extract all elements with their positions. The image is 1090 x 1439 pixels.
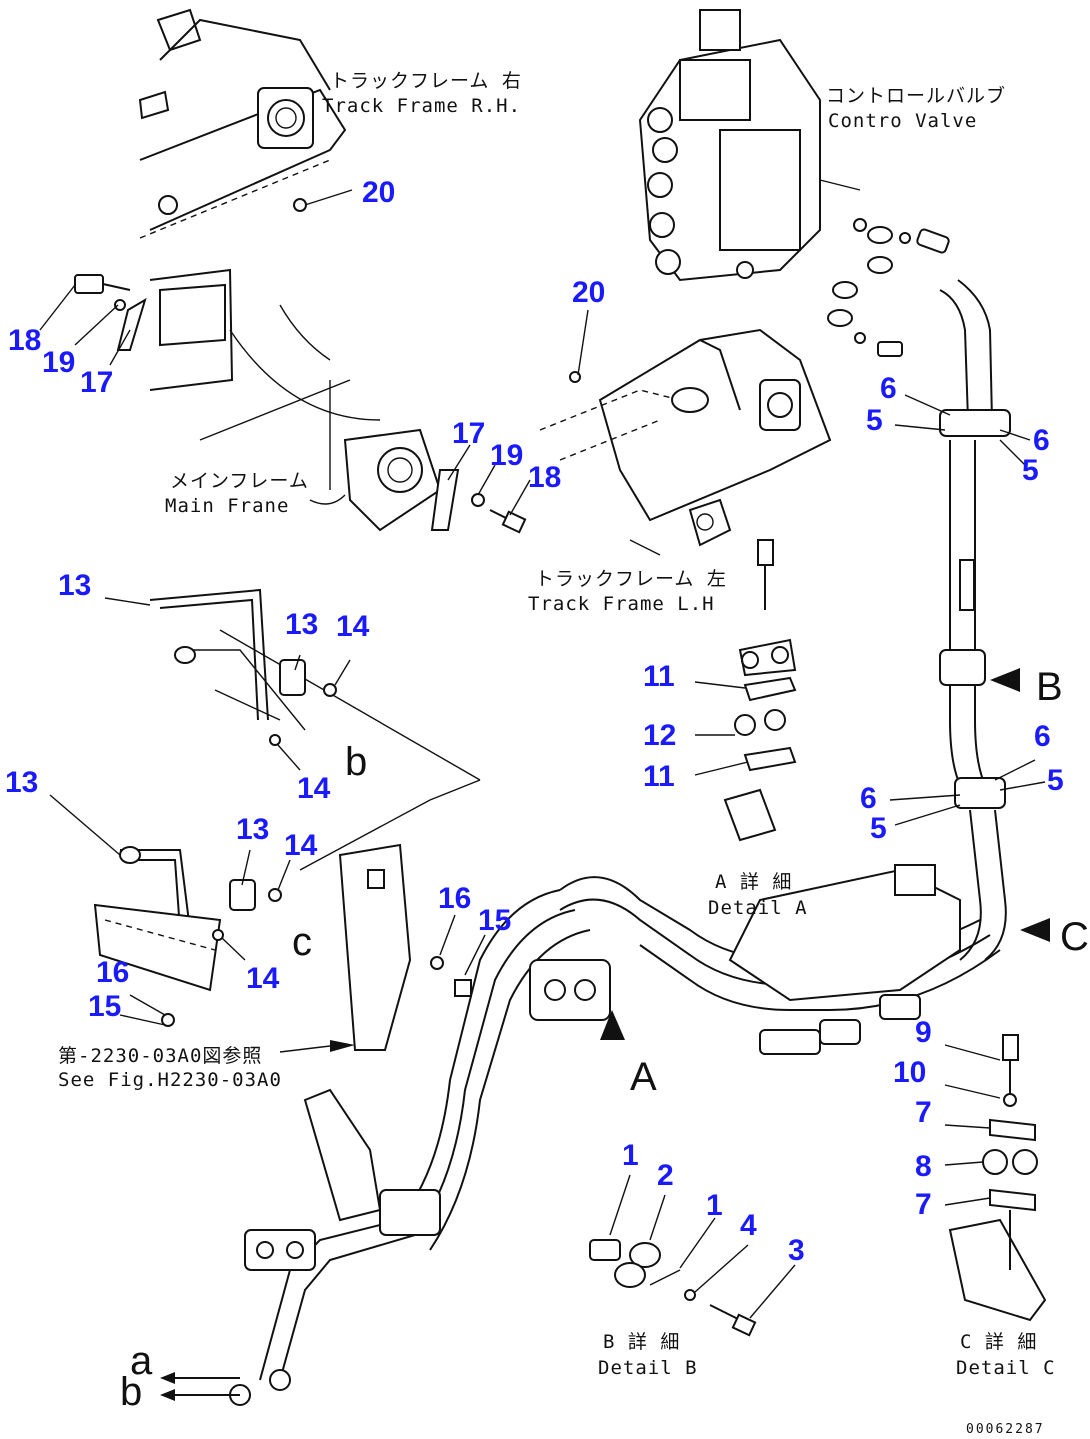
- callout-19[interactable]: 19: [490, 439, 523, 472]
- callout-2[interactable]: 2: [657, 1159, 674, 1192]
- track-frame-lh-drawing: [539, 328, 832, 556]
- view-c-arrow: [1020, 918, 1050, 942]
- control-valve-label-jp: コントロールバルブ: [826, 84, 1006, 107]
- callout-20[interactable]: 20: [362, 176, 395, 209]
- callout-6[interactable]: 6: [1033, 424, 1050, 457]
- detail-b-label: Detail B: [598, 1357, 698, 1379]
- callout-7[interactable]: 7: [915, 1188, 932, 1221]
- track-frame-lh-label-jp: トラックフレーム 左: [535, 568, 727, 590]
- callout-5[interactable]: 5: [1047, 764, 1064, 797]
- callout-17[interactable]: 17: [452, 417, 485, 450]
- view-a-arrow: [600, 1010, 625, 1040]
- callout-9[interactable]: 9: [915, 1016, 932, 1049]
- ref-arrow: [330, 1040, 355, 1052]
- control-valve-drawing: [638, 9, 950, 357]
- leader-lines: [39, 189, 1046, 1319]
- track-frame-rh-label: Track Frame R.H.: [322, 95, 521, 117]
- view-c-letter: C: [1060, 915, 1089, 959]
- see-fig-label-jp: 第-2230-03A0図参照: [58, 1045, 262, 1067]
- callout-14[interactable]: 14: [284, 829, 318, 862]
- detail-b-label-jp: B 詳 細: [603, 1331, 680, 1353]
- callout-10[interactable]: 10: [893, 1056, 926, 1089]
- callout-14[interactable]: 14: [297, 772, 331, 805]
- see-fig-label: See Fig.H2230-03A0: [58, 1069, 282, 1091]
- callout-13[interactable]: 13: [236, 813, 269, 846]
- connection-b-letter: b: [120, 1370, 142, 1414]
- callout-4[interactable]: 4: [740, 1209, 757, 1242]
- hoses-drawing: [160, 279, 1011, 1406]
- component-labels: トラックフレーム 右 Track Frame R.H. コントロールバルブ Co…: [58, 70, 1089, 1437]
- callout-1[interactable]: 1: [622, 1139, 639, 1172]
- view-a-letter: A: [630, 1055, 657, 1099]
- callout-numbers: 20 18 19 17 20 17 19 18 6 5 6 5 6 5 6 5 …: [5, 176, 1064, 1267]
- callout-8[interactable]: 8: [915, 1150, 932, 1183]
- track-frame-lh-label: Track Frame L.H: [528, 593, 715, 615]
- callout-5[interactable]: 5: [870, 812, 887, 845]
- callout-19[interactable]: 19: [42, 346, 75, 379]
- callout-3[interactable]: 3: [788, 1234, 805, 1267]
- callout-16[interactable]: 16: [96, 956, 129, 989]
- detail-c-label-jp: C 詳 細: [960, 1331, 1037, 1353]
- callout-17[interactable]: 17: [80, 366, 113, 399]
- view-b-letter: B: [1036, 665, 1063, 709]
- callout-14[interactable]: 14: [246, 962, 280, 995]
- callout-20[interactable]: 20: [572, 276, 605, 309]
- detail-c-label: Detail C: [956, 1357, 1056, 1379]
- callout-16[interactable]: 16: [438, 882, 471, 915]
- callout-5[interactable]: 5: [866, 404, 883, 437]
- callout-6[interactable]: 6: [1034, 720, 1051, 753]
- callout-18[interactable]: 18: [8, 324, 41, 357]
- detail-c-drawing: [948, 1034, 1047, 1322]
- detail-a-label: Detail A: [708, 897, 808, 919]
- drawing-number: 00062287: [966, 1422, 1045, 1437]
- track-frame-rh-label-jp: トラックフレーム 右: [330, 70, 522, 92]
- callout-15[interactable]: 15: [478, 904, 511, 937]
- callout-13[interactable]: 13: [285, 608, 318, 641]
- connection-a-letter: a: [130, 1339, 153, 1383]
- connection-c-letter: c: [292, 920, 312, 964]
- callout-13[interactable]: 13: [58, 569, 91, 602]
- callout-11[interactable]: 11: [643, 760, 675, 793]
- main-frame-label-jp: メインフレーム: [170, 470, 309, 492]
- main-frame-drawing: [74, 268, 527, 534]
- callout-7[interactable]: 7: [915, 1096, 932, 1129]
- callout-11[interactable]: 11: [643, 660, 675, 693]
- connection-b-letter: b: [345, 740, 367, 784]
- callout-12[interactable]: 12: [643, 719, 676, 752]
- track-frame-rh-drawing: [138, 8, 347, 239]
- callout-6[interactable]: 6: [880, 372, 897, 405]
- callout-5[interactable]: 5: [1022, 454, 1039, 487]
- view-arrows: [330, 668, 1050, 1052]
- left-hose-assembly: [93, 588, 481, 1051]
- callout-6[interactable]: 6: [860, 782, 877, 815]
- detail-b-drawing: [589, 1239, 757, 1337]
- detail-a-drawing: [723, 539, 797, 842]
- view-b-arrow: [990, 668, 1020, 692]
- main-frame-label: Main Frane: [165, 495, 289, 517]
- control-valve-label: Contro Valve: [828, 110, 977, 132]
- callout-14[interactable]: 14: [336, 610, 370, 643]
- callout-1[interactable]: 1: [706, 1189, 723, 1222]
- callout-15[interactable]: 15: [88, 990, 121, 1023]
- detail-a-label-jp: A 詳 細: [715, 871, 792, 893]
- callout-18[interactable]: 18: [528, 461, 561, 494]
- callout-13[interactable]: 13: [5, 766, 38, 799]
